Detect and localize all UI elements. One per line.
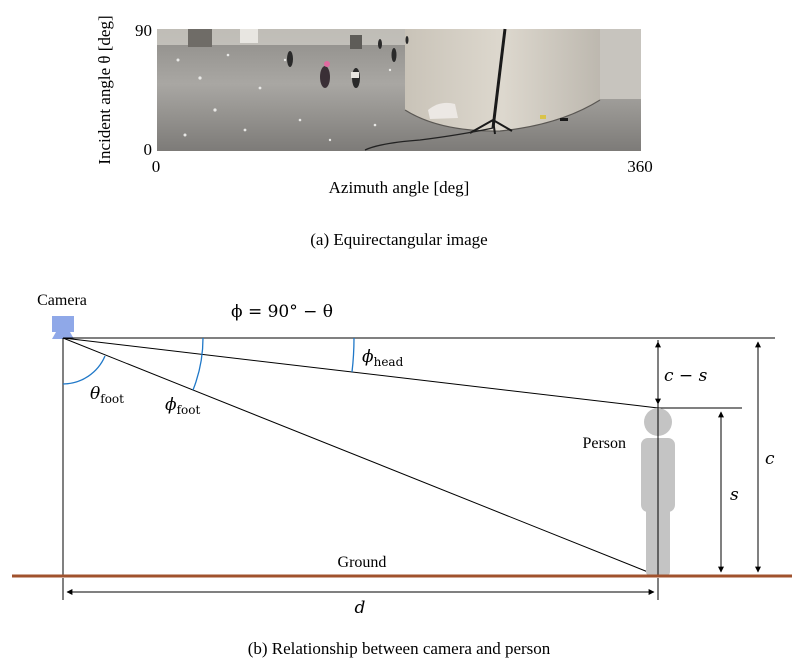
c-minus-s-label: c − s bbox=[664, 366, 708, 386]
person-label: Person bbox=[582, 435, 626, 452]
c-label: c bbox=[765, 449, 775, 469]
ground-label: Ground bbox=[338, 554, 387, 571]
x-tick-360: 360 bbox=[627, 157, 653, 176]
phi-head-label: ϕhead bbox=[362, 347, 404, 369]
phi-formula: ϕ = 90° − θ bbox=[231, 302, 333, 322]
equirectangular-image bbox=[157, 28, 641, 151]
dimension-arrows bbox=[62, 341, 761, 600]
phi-head-arc bbox=[351, 337, 355, 373]
angle-arcs bbox=[62, 337, 355, 391]
camera-icon bbox=[52, 316, 74, 339]
phi-foot-arc bbox=[192, 337, 204, 391]
camera-label: Camera bbox=[37, 292, 87, 309]
panel-a: 90 0 0 360 Azimuth angle [deg] Incident … bbox=[95, 15, 653, 249]
caption-a: (a) Equirectangular image bbox=[310, 230, 487, 249]
d-label: d bbox=[355, 598, 366, 618]
x-axis-label: Azimuth angle [deg] bbox=[329, 178, 470, 197]
y-tick-90: 90 bbox=[135, 21, 152, 40]
phi-foot-label: ϕfoot bbox=[165, 395, 200, 417]
y-tick-0: 0 bbox=[144, 140, 153, 159]
caption-b: (b) Relationship between camera and pers… bbox=[248, 639, 551, 658]
line-to-foot bbox=[62, 337, 659, 577]
theta-foot-label: θfoot bbox=[90, 384, 124, 406]
line-to-head bbox=[62, 337, 659, 409]
y-axis-label: Incident angle θ [deg] bbox=[95, 15, 114, 164]
theta-foot-arc bbox=[62, 355, 106, 385]
panel-b: Camera ϕ = 90° − θ Person Ground θf bbox=[12, 292, 792, 658]
s-label: s bbox=[730, 485, 739, 505]
x-tick-0: 0 bbox=[152, 157, 161, 176]
